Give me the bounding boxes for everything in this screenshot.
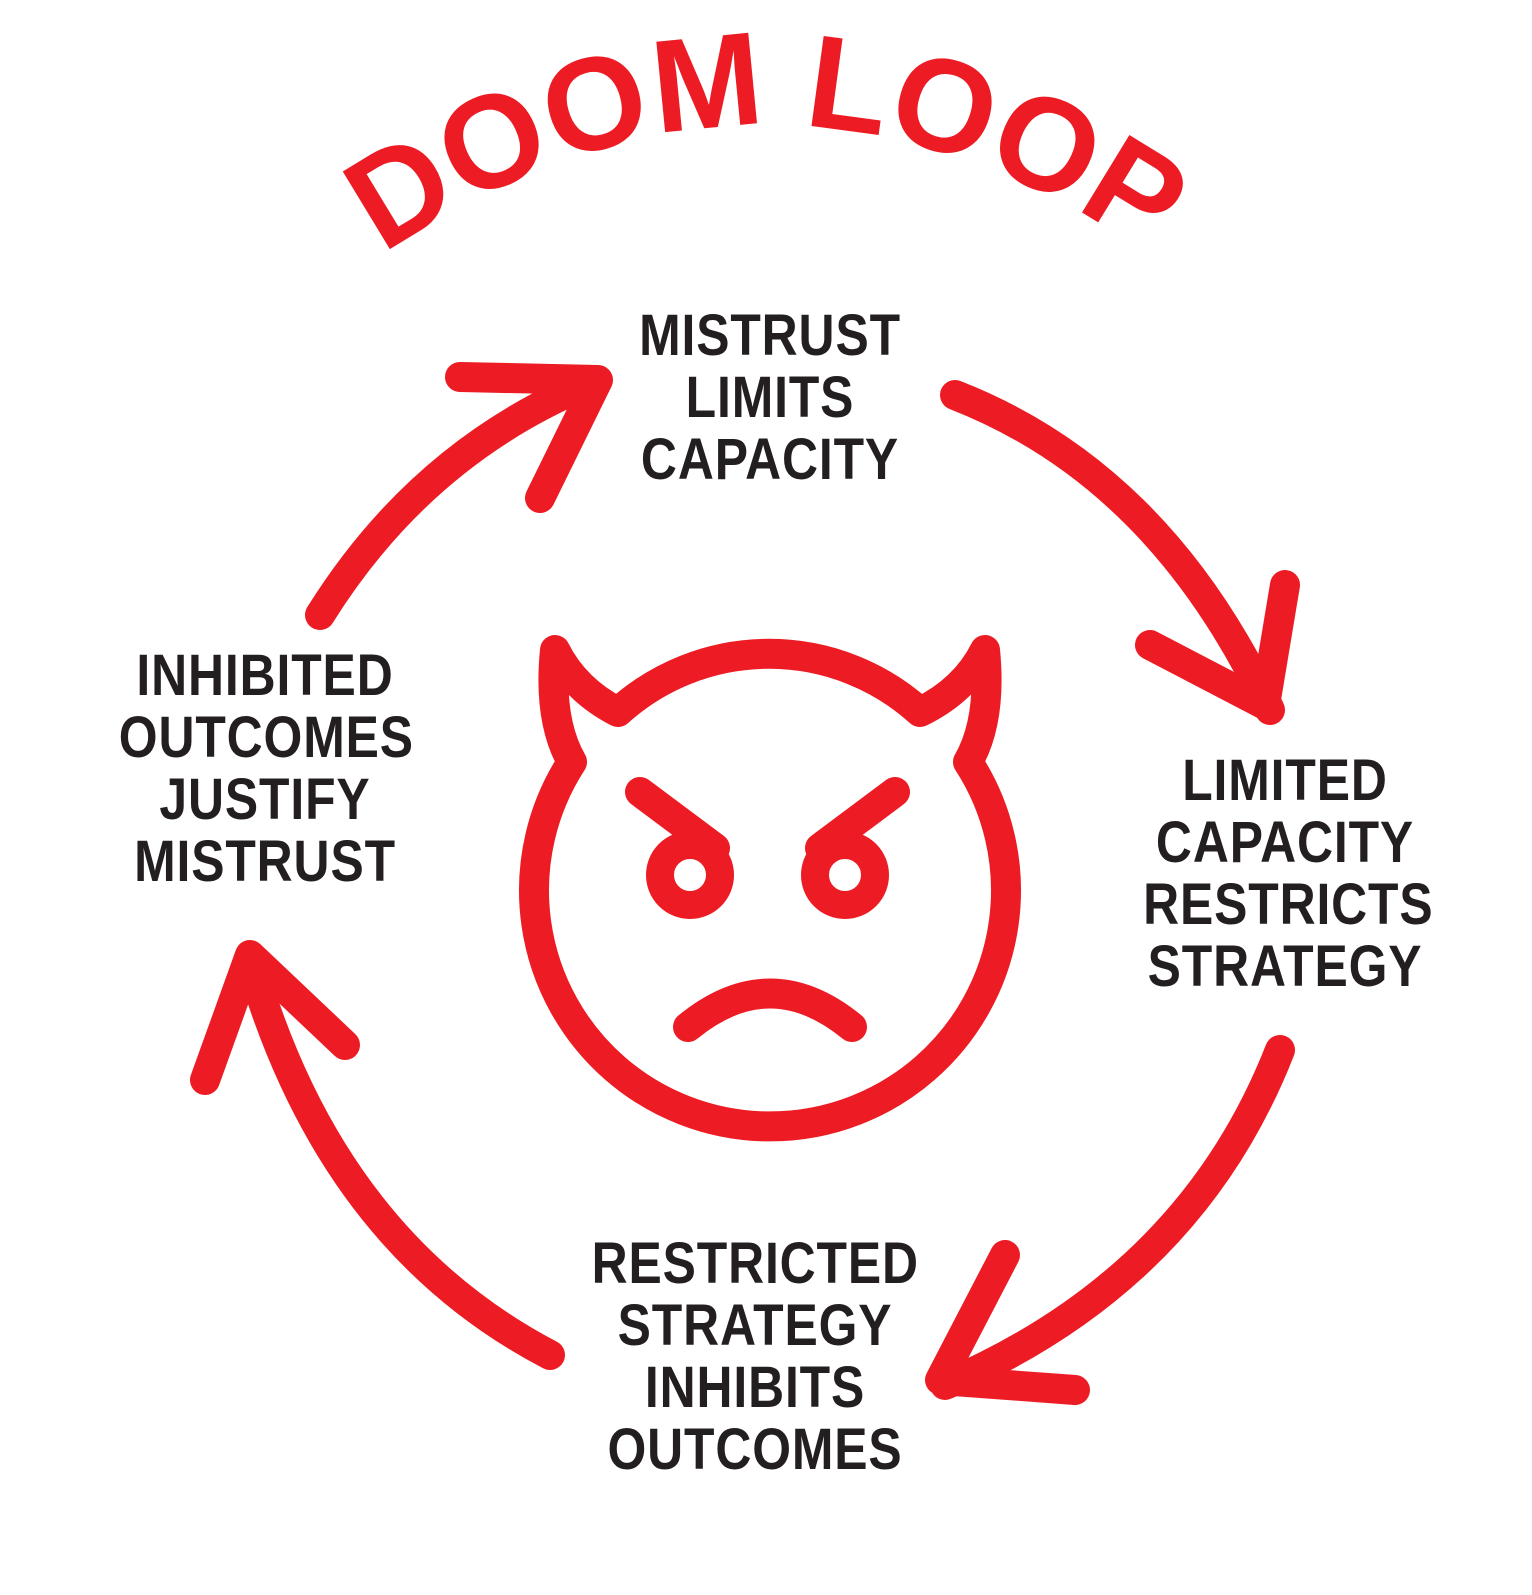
arrow-to-inhibited-outcomes <box>235 945 565 1370</box>
step-line: RESTRICTED <box>591 1231 919 1296</box>
step-line: OUTCOMES <box>118 705 414 770</box>
right-eye <box>801 831 889 919</box>
devil-eyes <box>646 831 889 919</box>
step-line: INHIBITED <box>136 643 394 708</box>
arrowhead-to-restricted-strategy <box>925 1240 1090 1405</box>
arrowhead-to-inhibited-outcomes <box>190 940 360 1095</box>
frown-mouth <box>673 978 867 1042</box>
step-line: STRATEGY <box>617 1293 893 1358</box>
step-line: OUTCOMES <box>607 1417 903 1482</box>
step-line: RESTRICTS <box>1143 872 1434 937</box>
arrow-to-restricted-strategy <box>930 1035 1295 1400</box>
step-line: MISTRUST <box>134 829 396 894</box>
step-inhibited-outcomes-justify-mistrust: INHIBITED OUTCOMES JUSTIFY MISTRUST <box>118 643 414 894</box>
step-line: LIMITED <box>1182 748 1388 813</box>
step-line: INHIBITS <box>644 1355 866 1420</box>
step-line: LIMITS <box>685 365 855 430</box>
step-line: MISTRUST <box>639 303 901 368</box>
arrow-to-limited-capacity <box>940 380 1285 725</box>
step-line: JUSTIFY <box>159 767 371 832</box>
arrowhead-to-limited-capacity <box>1135 570 1300 720</box>
arrowhead-to-mistrust <box>445 362 613 513</box>
arrow-to-mistrust <box>305 370 600 630</box>
left-eye <box>646 831 734 919</box>
title-arc: DOOM LOOP <box>321 4 1212 278</box>
step-limited-capacity-restricts-strategy: LIMITED CAPACITY RESTRICTS STRATEGY <box>1143 748 1434 999</box>
step-line: STRATEGY <box>1147 934 1423 999</box>
step-line: CAPACITY <box>1155 810 1415 875</box>
devil-head-outline <box>519 635 1021 1142</box>
step-restricted-strategy-inhibits-outcomes: RESTRICTED STRATEGY INHIBITS OUTCOMES <box>592 1233 919 1481</box>
angry-devil-face-icon <box>519 635 1021 1142</box>
step-line: CAPACITY <box>640 427 900 492</box>
step-mistrust-limits-capacity: MISTRUST LIMITS CAPACITY <box>632 305 907 491</box>
